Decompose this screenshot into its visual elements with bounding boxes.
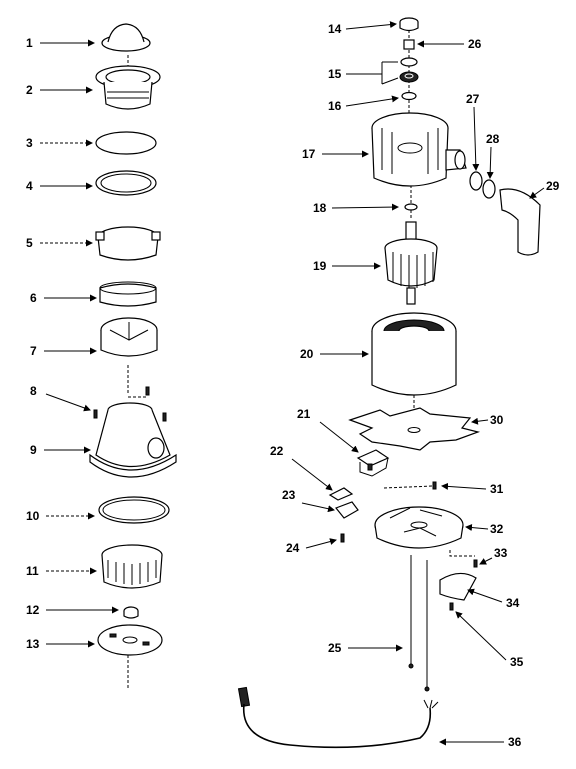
part-7-splash-guard [100, 317, 158, 357]
label-23: 23 [282, 488, 296, 502]
label-3: 3 [26, 136, 33, 150]
label-21: 21 [297, 407, 311, 421]
label-20: 20 [300, 347, 314, 361]
part-15-seals [399, 57, 419, 83]
part-14-bearing-cap [399, 17, 419, 32]
label-16: 16 [328, 99, 342, 113]
label-30: 30 [490, 413, 504, 427]
part-1-stopper [101, 23, 151, 52]
part-25-tie-bolts [408, 555, 430, 692]
label-15: 15 [328, 67, 342, 81]
part-4-backup-ring [95, 170, 157, 196]
part-19-rotor [384, 221, 438, 305]
label-6: 6 [30, 291, 37, 305]
label-26: 26 [468, 37, 482, 51]
insulator-hole [407, 427, 421, 433]
part-27-clamp [469, 171, 483, 191]
part-17-lower-housing [371, 112, 467, 187]
part-32-end-bell [374, 506, 464, 549]
label-13: 13 [26, 637, 40, 651]
label-22: 22 [270, 444, 284, 458]
label-32: 32 [490, 522, 504, 536]
label-19: 19 [313, 259, 327, 273]
axis-line [383, 485, 434, 489]
part-29-discharge-elbow [499, 188, 541, 256]
part-36-power-cord [237, 686, 439, 749]
part-2-sink-flange [95, 65, 161, 110]
label-25: 25 [328, 641, 342, 655]
part-6-snap-ring [99, 281, 157, 307]
label-33: 33 [494, 546, 508, 560]
part-20-stator [371, 312, 457, 396]
label-12: 12 [26, 603, 40, 617]
part-31-screw [432, 481, 437, 490]
label-18: 18 [313, 201, 327, 215]
label-27: 27 [466, 92, 480, 106]
part-33-screw [473, 559, 478, 568]
label-5: 5 [26, 236, 33, 250]
part-10-gasket [98, 496, 170, 524]
label-35: 35 [510, 655, 524, 669]
label-7: 7 [30, 344, 37, 358]
part-16-washer [401, 91, 417, 101]
label-34: 34 [506, 596, 520, 610]
label-2: 2 [26, 83, 33, 97]
label-11: 11 [26, 564, 39, 578]
label-9: 9 [30, 443, 37, 457]
axis-line [449, 550, 475, 557]
label-17: 17 [302, 147, 316, 161]
part-12-nut [123, 606, 139, 619]
part-5-mounting-ring [95, 226, 161, 261]
part-30-insulator [348, 407, 481, 451]
label-14: 14 [328, 22, 342, 36]
part-35-screw [449, 602, 454, 611]
label-8: 8 [30, 384, 37, 398]
part-21-switch [356, 449, 390, 477]
part-9-upper-housing [89, 402, 177, 478]
part-28-gasket [482, 179, 496, 199]
label-1: 1 [26, 36, 33, 50]
label-31: 31 [490, 482, 504, 496]
part-18-washer [404, 203, 418, 211]
label-28: 28 [486, 132, 500, 146]
label-36: 36 [508, 735, 522, 749]
part-24-screw [340, 533, 345, 543]
part-34-cover-plate [439, 572, 477, 601]
part-13-turntable-plate [97, 624, 163, 656]
part-22-bracket [328, 487, 354, 501]
label-24: 24 [286, 541, 300, 555]
part-26-bushing [403, 39, 415, 50]
part-8-screws [93, 386, 167, 422]
part-3-gasket [95, 131, 157, 155]
label-10: 10 [26, 509, 40, 523]
label-29: 29 [546, 179, 560, 193]
label-4: 4 [26, 179, 33, 193]
part-23-clip [335, 501, 359, 519]
part-11-shredder-ring [101, 544, 163, 589]
